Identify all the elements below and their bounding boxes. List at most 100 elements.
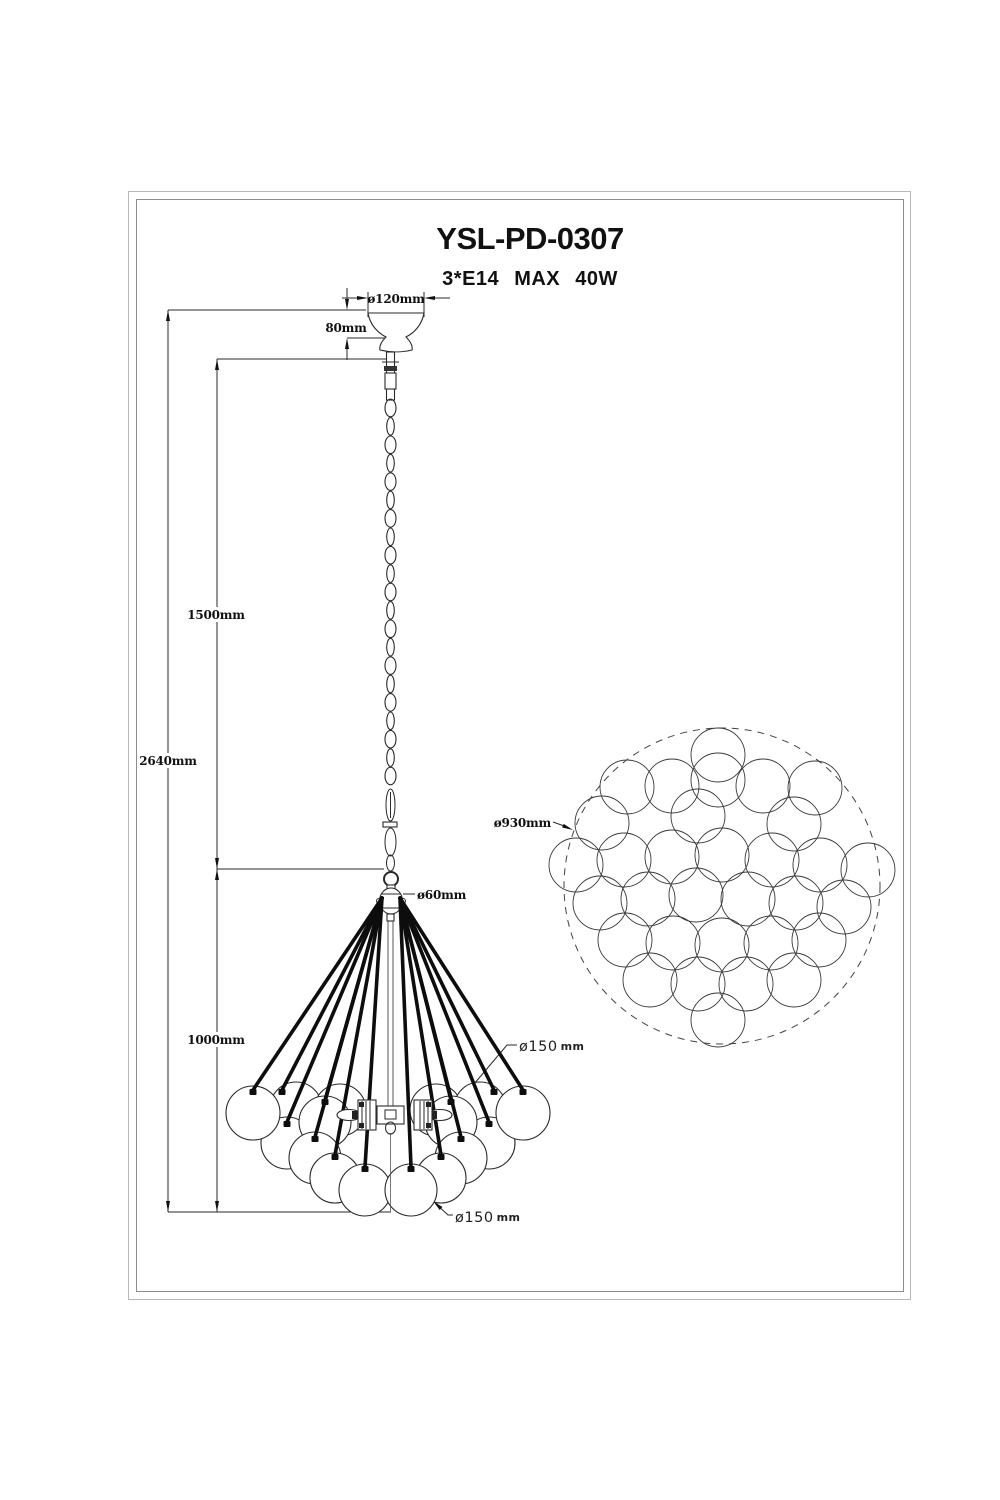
globe-socket xyxy=(437,1154,445,1160)
top-view-globes xyxy=(548,727,896,1048)
globe-socket xyxy=(490,1089,498,1095)
globe xyxy=(495,1085,551,1141)
rod xyxy=(398,896,525,1092)
top-view-globe xyxy=(720,871,776,927)
rod xyxy=(280,896,384,1092)
top-view xyxy=(548,727,896,1048)
top-view-globe xyxy=(690,992,746,1048)
top-view-globe xyxy=(622,952,678,1008)
ceiling-canopy xyxy=(367,312,425,401)
top-view-globe xyxy=(645,915,701,971)
chain-link xyxy=(386,490,395,510)
total-height-label: 2640mm xyxy=(139,754,197,768)
rod xyxy=(398,896,496,1092)
globe-socket xyxy=(407,1166,415,1172)
globe-sockets xyxy=(249,1089,527,1172)
chain-link xyxy=(386,527,395,547)
top-view-globe xyxy=(694,827,750,883)
chain-link xyxy=(386,711,395,731)
chain-link xyxy=(384,509,397,528)
globe-socket xyxy=(321,1099,329,1105)
hub-diameter-label: ø60mm xyxy=(417,888,467,902)
top-view-globe xyxy=(690,752,746,808)
globe-socket xyxy=(447,1099,455,1105)
chain-link xyxy=(384,435,397,455)
chain-link xyxy=(386,674,395,694)
top-view-globe xyxy=(599,759,655,815)
top-view-globe xyxy=(766,952,822,1008)
page-title: YSL-PD-0307 xyxy=(436,221,624,256)
chain-link xyxy=(386,564,395,583)
top-view-globe xyxy=(690,727,746,783)
globe-socket xyxy=(249,1089,257,1095)
chain-link xyxy=(384,729,397,749)
rod xyxy=(285,896,384,1124)
globe-socket xyxy=(283,1121,291,1127)
top-view-globe xyxy=(597,912,653,968)
rod xyxy=(398,896,413,1169)
cluster-diameter-label: ø930mm xyxy=(494,816,552,830)
lamp-spec-subtitle: 3*E14 MAX 40W xyxy=(442,268,618,290)
lamp-holder-assembly xyxy=(336,1099,453,1135)
top-view-globe xyxy=(787,760,843,816)
top-view-globe xyxy=(735,758,791,814)
canopy-height-label: 80mm xyxy=(325,321,367,335)
chain-link xyxy=(384,656,397,675)
globe-socket xyxy=(519,1089,527,1095)
rod xyxy=(251,896,384,1092)
top-view-globe xyxy=(670,788,726,844)
top-view-globe xyxy=(791,912,847,968)
body-height-label: 1000mm xyxy=(187,1033,245,1047)
canopy-diameter-label: ø120mm xyxy=(367,292,425,306)
top-view-globe xyxy=(572,875,628,931)
chain-link xyxy=(386,453,395,473)
hook-assembly xyxy=(382,788,399,887)
sheet-border-inner xyxy=(136,199,904,1292)
top-view-globe xyxy=(670,956,726,1012)
chain-link xyxy=(386,637,395,657)
top-view-globe xyxy=(766,796,822,852)
chain-link xyxy=(386,601,395,620)
globe-socket xyxy=(485,1121,493,1127)
top-view-globe xyxy=(743,915,799,971)
globe-socket xyxy=(331,1154,339,1160)
top-view-globe xyxy=(816,879,872,935)
suspension-rods xyxy=(251,896,525,1169)
top-view-globe xyxy=(792,837,848,893)
globe-socket xyxy=(361,1166,369,1172)
chain-link xyxy=(384,472,397,491)
chain-link xyxy=(384,619,397,639)
chain-link xyxy=(384,582,397,602)
suspension-chain xyxy=(384,398,397,786)
globe-socket xyxy=(278,1089,286,1095)
top-view-globe xyxy=(768,875,824,931)
globe xyxy=(225,1085,281,1141)
top-view-globe xyxy=(840,842,896,898)
top-view-globe xyxy=(694,917,750,973)
top-view-globe xyxy=(620,871,676,927)
chain-link xyxy=(386,748,395,767)
top-view-globe xyxy=(644,829,700,885)
chain-link xyxy=(386,417,395,436)
chain-link xyxy=(384,398,397,418)
dimension-labels: 2640mm 1500mm 1000mm 80mm ø120mm ø60mm ø… xyxy=(139,292,584,1226)
globe-socket xyxy=(457,1136,465,1142)
chain-link xyxy=(384,766,397,786)
sheet-border-outer xyxy=(128,191,911,1300)
top-view-globe xyxy=(718,956,774,1012)
top-view-globe xyxy=(644,758,700,814)
chain-link xyxy=(384,693,397,712)
top-view-globe xyxy=(574,795,630,851)
top-view-globe xyxy=(744,832,800,888)
rod xyxy=(398,896,491,1124)
rod xyxy=(398,896,463,1139)
globe-socket xyxy=(311,1136,319,1142)
top-view-globe xyxy=(548,837,604,893)
rod xyxy=(313,896,384,1139)
top-view-globe xyxy=(596,832,652,888)
chain-length-label: 1500mm xyxy=(187,608,245,622)
centre-pole xyxy=(387,921,394,1106)
